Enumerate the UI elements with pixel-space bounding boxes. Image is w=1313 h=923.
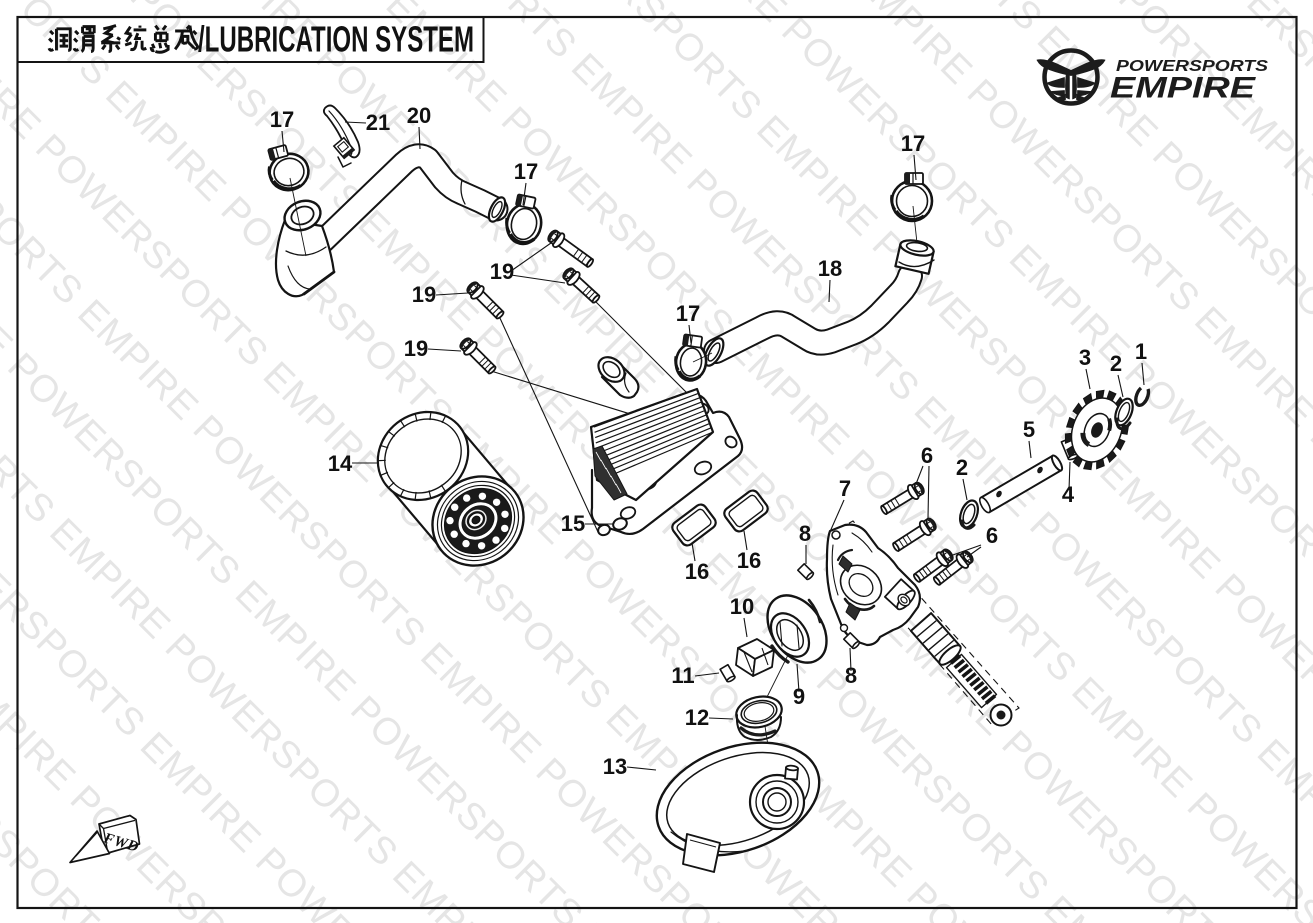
svg-text:18: 18 xyxy=(818,256,842,281)
svg-text:17: 17 xyxy=(901,131,925,156)
svg-text:17: 17 xyxy=(514,159,538,184)
svg-text:16: 16 xyxy=(685,559,709,584)
svg-text:5: 5 xyxy=(1023,417,1035,442)
svg-text:13: 13 xyxy=(603,754,627,779)
svg-text:1: 1 xyxy=(1135,339,1147,364)
svg-text:10: 10 xyxy=(730,594,754,619)
svg-text:8: 8 xyxy=(799,521,811,546)
svg-text:7: 7 xyxy=(839,476,851,501)
svg-text:15: 15 xyxy=(561,511,585,536)
svg-text:19: 19 xyxy=(404,336,428,361)
svg-text:4: 4 xyxy=(1062,482,1075,507)
svg-text:3: 3 xyxy=(1079,345,1091,370)
svg-text:17: 17 xyxy=(676,301,700,326)
svg-text:8: 8 xyxy=(845,663,857,688)
svg-text:19: 19 xyxy=(412,282,436,307)
svg-text:21: 21 xyxy=(366,110,390,135)
svg-text:20: 20 xyxy=(407,103,431,128)
svg-text:EMPIRE: EMPIRE xyxy=(1110,72,1257,105)
svg-text:16: 16 xyxy=(737,548,761,573)
svg-text:12: 12 xyxy=(685,705,709,730)
svg-text:14: 14 xyxy=(328,451,353,476)
svg-text:6: 6 xyxy=(921,443,933,468)
svg-text:19: 19 xyxy=(490,259,514,284)
svg-text:17: 17 xyxy=(270,107,294,132)
svg-text:11: 11 xyxy=(671,663,694,688)
svg-text:/LUBRICATION SYSTEM: /LUBRICATION SYSTEM xyxy=(198,19,474,60)
svg-text:6: 6 xyxy=(986,523,998,548)
svg-text:2: 2 xyxy=(1110,351,1122,376)
svg-text:9: 9 xyxy=(793,684,805,709)
svg-text:2: 2 xyxy=(956,455,968,480)
svg-text:POWERSPORTS: POWERSPORTS xyxy=(1116,58,1268,75)
